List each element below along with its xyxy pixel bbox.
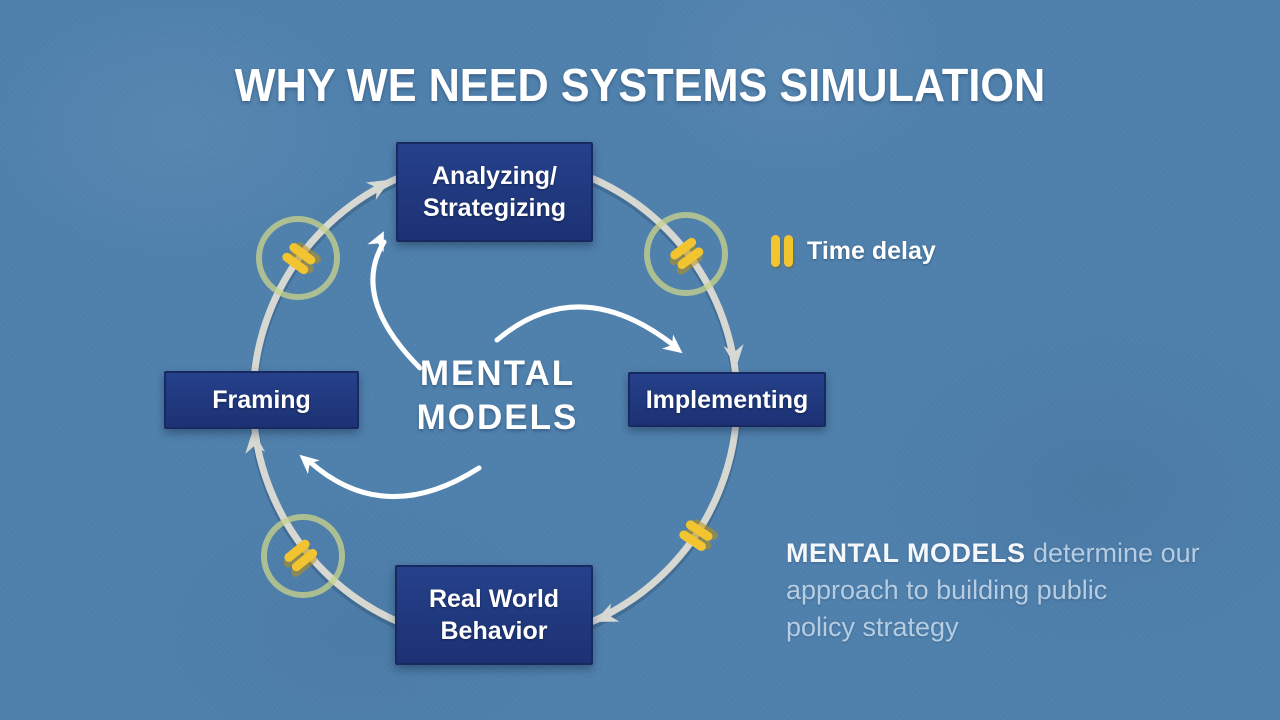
inner-arrow-to-framing bbox=[307, 459, 482, 500]
inner-arrows bbox=[307, 239, 675, 500]
time-delay-icon-top-left bbox=[282, 242, 321, 275]
arrowhead-into-framing bbox=[245, 430, 266, 454]
delay-rings bbox=[256, 212, 728, 598]
caption: MENTAL MODELS determine our approach to … bbox=[786, 535, 1206, 646]
caption-text: approach to building public bbox=[786, 575, 1108, 605]
center-label-mental-models: MENTAL MODELS bbox=[416, 354, 579, 438]
caption-text: determine our bbox=[1025, 538, 1200, 568]
delay-marks bbox=[282, 237, 719, 577]
inner-arrow-to-analyzing bbox=[370, 239, 423, 371]
caption-line: policy strategy bbox=[786, 609, 1206, 646]
time-delay-icon-top-right bbox=[669, 237, 704, 275]
time-delay-icon-bottom-right bbox=[679, 519, 719, 551]
caption-line: approach to building public bbox=[786, 572, 1206, 609]
inner-arrowhead-analyzing bbox=[367, 231, 384, 253]
inner-arrowheads bbox=[299, 231, 683, 474]
node-analyzing-strategizing: Analyzing/ Strategizing bbox=[396, 142, 593, 242]
inner-arrowhead-framing bbox=[299, 454, 320, 474]
delay-ring-bottom-left bbox=[261, 514, 345, 598]
time-delay-icon bbox=[771, 235, 780, 267]
legend-time-delay: Time delay bbox=[771, 233, 936, 269]
time-delay-icon-bottom-left bbox=[283, 539, 318, 577]
cycle-arrowheads bbox=[245, 179, 744, 622]
delay-ring-top-left bbox=[256, 216, 340, 300]
node-real-world-behavior: Real World Behavior bbox=[395, 565, 593, 665]
legend-label: Time delay bbox=[807, 236, 936, 265]
delay-ring-top-right bbox=[644, 212, 728, 296]
caption-text: policy strategy bbox=[786, 612, 959, 642]
page-title: WHY WE NEED SYSTEMS SIMULATION bbox=[234, 59, 1046, 111]
node-framing: Framing bbox=[164, 371, 359, 429]
arrowhead-into-realworld bbox=[594, 603, 620, 622]
caption-bold-text: MENTAL MODELS bbox=[786, 538, 1026, 568]
caption-line: MENTAL MODELS determine our bbox=[786, 535, 1206, 572]
node-implementing: Implementing bbox=[628, 372, 826, 427]
arrowhead-into-implementing bbox=[723, 344, 744, 368]
arrowhead-into-analyzing bbox=[365, 179, 391, 200]
time-delay-icon bbox=[784, 235, 793, 267]
inner-arrowhead-implementing bbox=[662, 334, 683, 354]
inner-arrow-to-implementing bbox=[494, 304, 675, 347]
